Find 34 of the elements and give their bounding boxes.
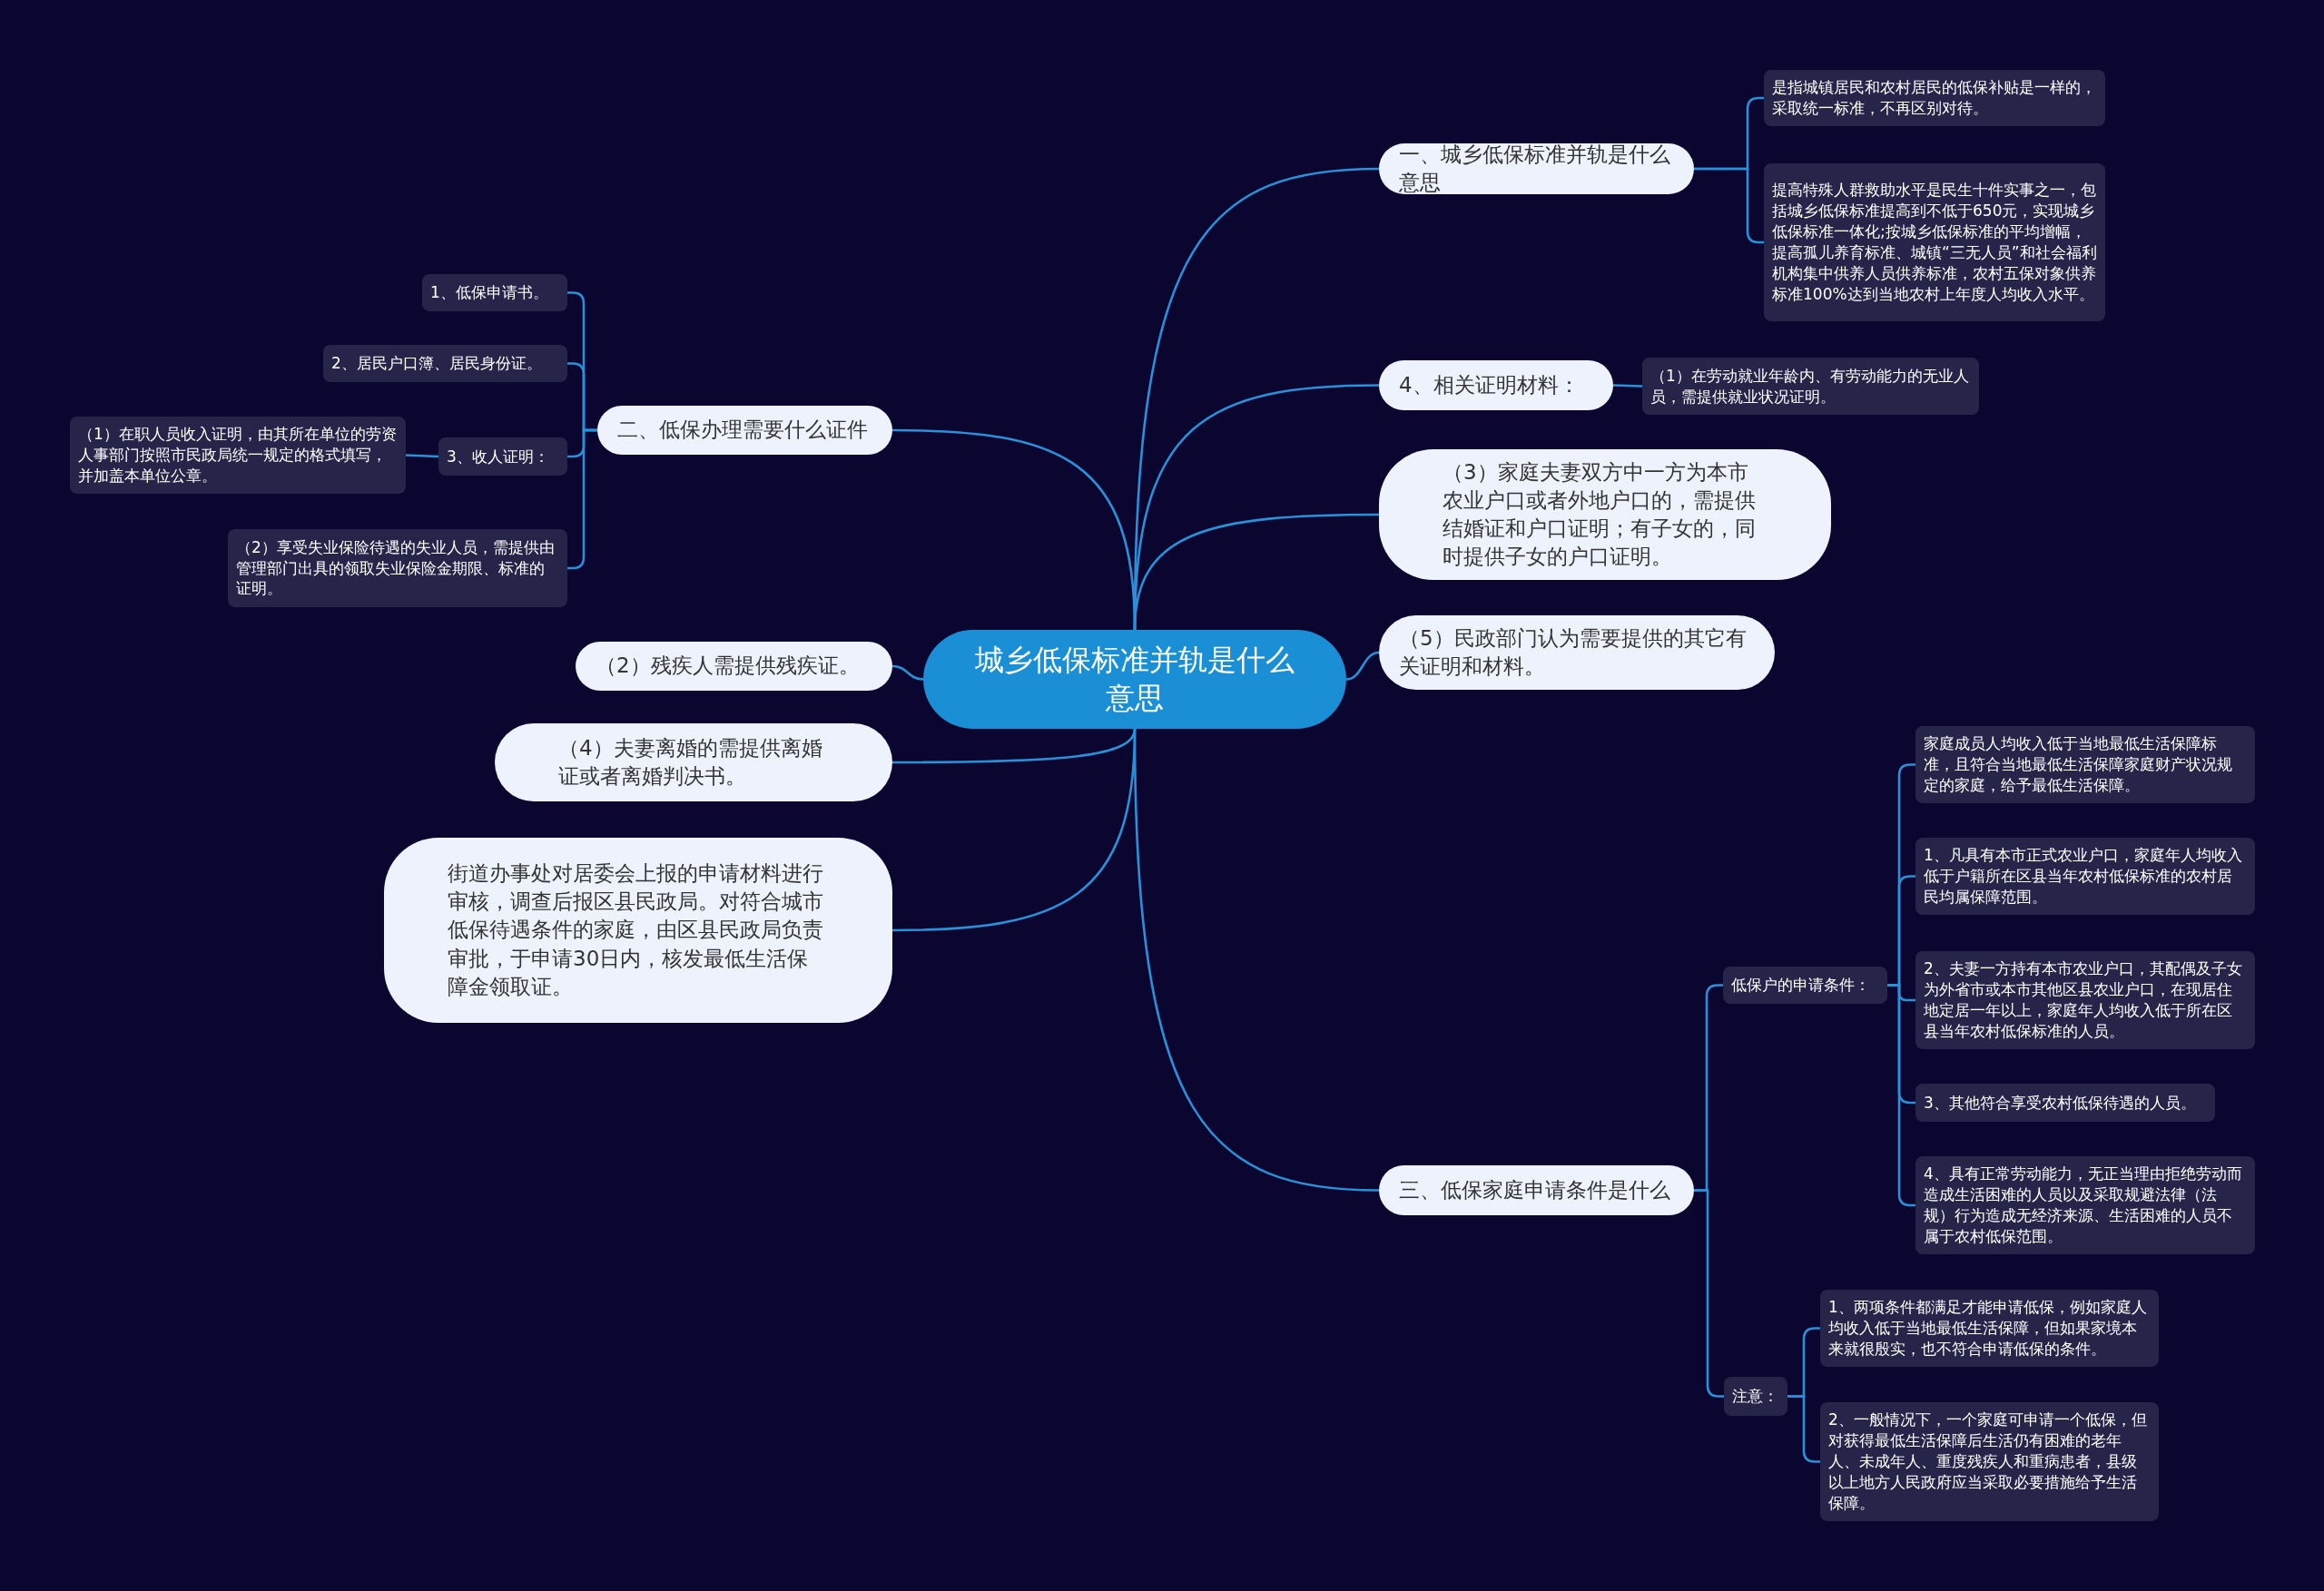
note-box: 3、其他符合享受农村低保待遇的人员。 bbox=[1915, 1084, 2215, 1122]
topic-pill: 街道办事处对居委会上报的申请材料进行审核，调查后报区县民政局。对符合城市低保待遇条件的家庭，由区县民政局负责审批，于申请30日内，核发最低生活保障金领取证。 bbox=[384, 838, 892, 1023]
topic-pill: 三、低保家庭申请条件是什么 bbox=[1379, 1165, 1694, 1215]
topic-pill: （3）家庭夫妻双方中一方为本市农业户口或者外地户口的，需提供结婚证和户口证明；有子女的，同时提供子女的户口证明。 bbox=[1379, 449, 1831, 580]
connector-line bbox=[1345, 651, 1380, 681]
topic-pill: （4）夫妻离婚的需提供离婚证或者离婚判决书。 bbox=[495, 723, 892, 801]
note-box: 2、一般情况下，一个家庭可申请一个低保，但对获得最低生活保障后生活仍有困难的老年人、未成年人、重度残疾人和重病患者，县级以上地方人民政府应当采取必要措施给予生活保障。 bbox=[1820, 1402, 2159, 1521]
note-box: 是指城镇居民和农村居民的低保补贴是一样的，采取统一标准，不再区别对待。 bbox=[1764, 70, 2105, 126]
note-box: 3、收人证明： bbox=[438, 437, 567, 476]
central-topic: 城乡低保标准并轨是什么意思 bbox=[923, 630, 1346, 729]
topic-pill: （2）残疾人需提供残疾证。 bbox=[576, 642, 892, 691]
connector-line bbox=[892, 728, 1137, 764]
topic-pill: （5）民政部门认为需要提供的其它有关证明和材料。 bbox=[1379, 615, 1775, 690]
note-box: 4、具有正常劳动能力，无正当理由拒绝劳动而造成生活困难的人员以及采取规避法律（法规）行为造成无经济来源、生活困难的人员不属于农村低保范围。 bbox=[1915, 1156, 2255, 1254]
note-box: （1）在职人员收入证明，由其所在单位的劳资人事部门按照市民政局统一规定的格式填写，并加盖本单位公章。 bbox=[70, 417, 406, 494]
note-box: （2）享受失业保险待遇的失业人员，需提供由管理部门出具的领取失业保险金期限、标准的证明。 bbox=[228, 529, 567, 607]
note-box: 1、两项条件都满足才能申请低保，例如家庭人均收入低于当地最低生活保障，但如果家境本来就很殷实，也不符合申请低保的条件。 bbox=[1820, 1290, 2159, 1367]
note-box: 低保户的申请条件： bbox=[1723, 967, 1887, 1004]
connector-line bbox=[891, 428, 1137, 631]
note-box: 注意： bbox=[1724, 1377, 1787, 1416]
note-box: 1、低保申请书。 bbox=[422, 274, 567, 311]
topic-pill: 4、相关证明材料： bbox=[1379, 360, 1613, 410]
note-box: 1、凡具有本市正式农业户口，家庭年人均收入低于户籍所在区县当年农村低保标准的农村居民均属保障范围。 bbox=[1915, 838, 2255, 915]
connector-line bbox=[405, 454, 439, 458]
topic-pill: 二、低保办理需要什么证件 bbox=[597, 406, 892, 455]
connector-line bbox=[1612, 384, 1643, 388]
note-box: 2、夫妻一方持有本市农业户口，其配偶及子女为外省市或本市其他区县农业户口，在现居住地定居一年以上，家庭年人均收入低于所在区县当年农村低保标准的人员。 bbox=[1915, 951, 2255, 1049]
note-box: 2、居民户口簿、居民身份证。 bbox=[323, 345, 567, 382]
note-box: 家庭成员人均收入低于当地最低生活保障标准，且符合当地最低生活保障家庭财产状况规定的家庭，给予最低生活保障。 bbox=[1915, 726, 2255, 803]
connector-line bbox=[891, 664, 924, 681]
note-box: （1）在劳动就业年龄内、有劳动能力的无业人员，需提供就业状况证明。 bbox=[1642, 358, 1979, 415]
connector-line bbox=[891, 728, 1137, 932]
note-box: 提高特殊人群救助水平是民生十件实事之一，包括城乡低保标准提高到不低于650元，实现城乡低保标准一体化;按城乡低保标准的平均增幅，提高孤儿养育标准、城镇“三无人员”和社会福利机构集中供养人员供养标准，农村五保对象供养标准100%达到当地农村上年度人均收入水平。 bbox=[1764, 163, 2105, 321]
topic-pill: 一、城乡低保标准并轨是什么意思 bbox=[1379, 143, 1694, 194]
